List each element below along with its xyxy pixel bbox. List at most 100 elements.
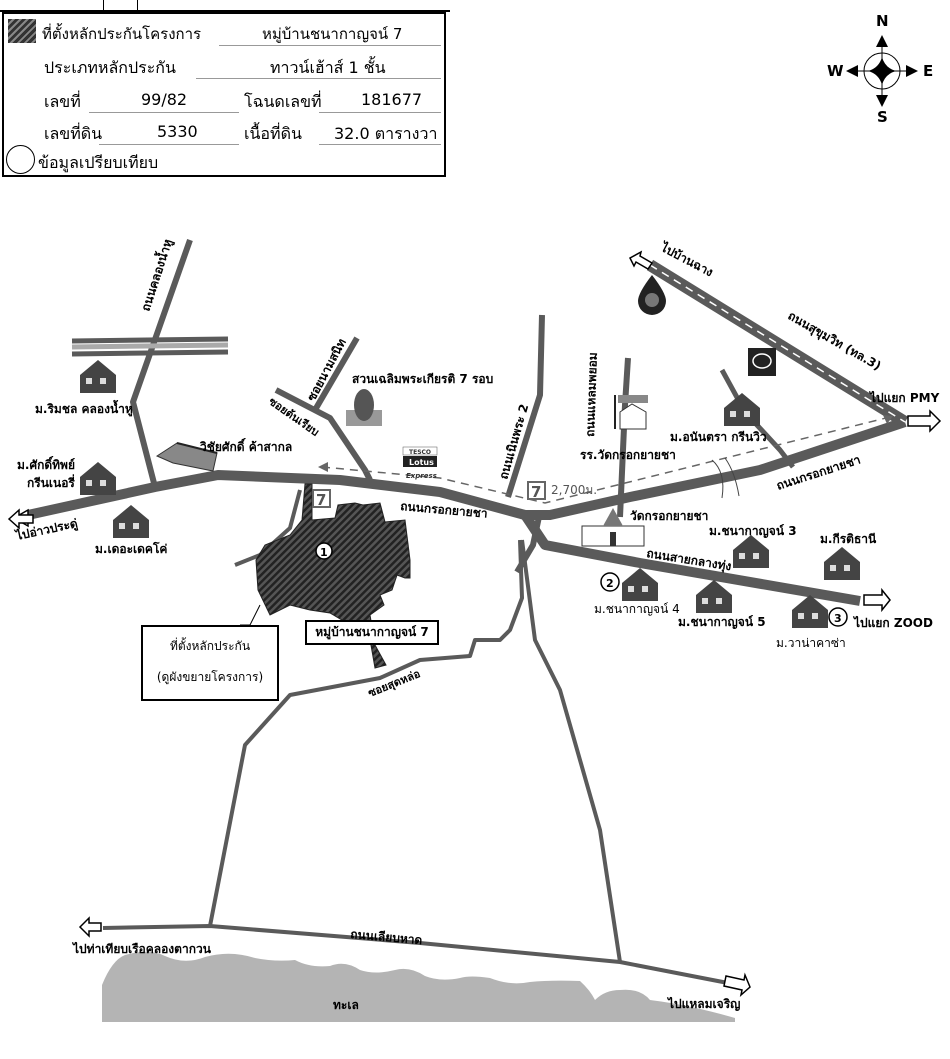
sea-area bbox=[102, 951, 735, 1022]
direction-arrows bbox=[7, 250, 942, 998]
house-icon bbox=[792, 595, 828, 628]
underline bbox=[99, 144, 239, 145]
road-label: ถนนแหลมพยอม bbox=[583, 352, 600, 437]
top-table-border bbox=[0, 0, 450, 12]
land-no-value: 5330 bbox=[157, 122, 198, 141]
dashed-arrow-east-icon bbox=[883, 415, 893, 424]
marker-3[interactable]: 3 bbox=[828, 607, 848, 627]
compass-west: W bbox=[827, 62, 844, 80]
temple-icon bbox=[581, 508, 645, 547]
place-label: ม.ชนากาญจน์ 3 bbox=[709, 524, 797, 538]
place-label: ม.กีรติธานี bbox=[820, 532, 877, 546]
arrow-ban-chang-icon bbox=[629, 250, 654, 271]
place-label: วัดกรอกยายชา bbox=[630, 509, 709, 523]
road-krok-yaisa bbox=[26, 417, 907, 520]
divider bbox=[137, 0, 138, 10]
land-no-label: เลขที่ดิน bbox=[44, 124, 103, 143]
road-khlong-namhu bbox=[130, 239, 193, 488]
hatched-square-icon bbox=[8, 19, 36, 43]
marker-2[interactable]: 2 bbox=[600, 572, 620, 592]
house-icon bbox=[733, 535, 769, 568]
bridge-icon bbox=[711, 457, 740, 499]
house-icon bbox=[824, 547, 860, 580]
area-value: 32.0 ตารางวา bbox=[334, 124, 438, 143]
collateral-type-value: ทาวน์เฮ้าส์ 1 ชั้น bbox=[270, 58, 386, 77]
house-icon bbox=[80, 462, 116, 495]
callout-line-2: (ดูผังขยายโครงการ) bbox=[156, 670, 264, 684]
direction-label: ไปแหลมเจริญ bbox=[668, 997, 741, 1011]
underline bbox=[319, 144, 441, 145]
svg-text:2: 2 bbox=[606, 577, 614, 590]
place-label: รร.วัดกรอกยายชา bbox=[580, 448, 676, 462]
arrow-pmy-icon bbox=[907, 409, 942, 433]
place-label: ม.ศักดิ์ทิพย์ bbox=[17, 458, 75, 472]
direction-label: ไปท่าเทียบเรือคลองตากวน bbox=[73, 942, 211, 956]
arrow-laem-charoen-icon bbox=[723, 972, 751, 998]
svg-text:TESCO: TESCO bbox=[409, 449, 431, 456]
compass-rose-icon bbox=[846, 35, 918, 107]
svg-text:Lotus: Lotus bbox=[409, 458, 434, 467]
place-label: ม.อนันตรา กรีนวิว bbox=[670, 430, 767, 444]
place-label: วิชัยศักดิ์ ค้าสากล bbox=[200, 440, 293, 454]
collateral-type-label: ประเภทหลักประกัน bbox=[44, 58, 176, 77]
project-location-label: ที่ตั้งหลักประกันโครงการ bbox=[42, 25, 202, 43]
arrow-takuan-icon bbox=[78, 916, 102, 938]
sea-label: ทะเล bbox=[333, 998, 359, 1012]
number-label: เลขที่ bbox=[44, 92, 81, 111]
callout-line-1: ที่ตั้งหลักประกัน bbox=[169, 639, 251, 653]
comparison-label: ข้อมูลเปรียบเทียบ bbox=[38, 153, 159, 172]
ptt-station-icon bbox=[638, 275, 666, 315]
place-label: ม.เดอะเดคโค่ bbox=[95, 542, 168, 556]
deed-label: โฉนดเลขที่ bbox=[244, 92, 322, 111]
house-icon bbox=[622, 568, 658, 601]
road-west-south bbox=[208, 539, 524, 927]
railway bbox=[71, 336, 229, 357]
divider bbox=[103, 0, 104, 10]
seven-eleven-icon bbox=[527, 481, 546, 500]
svg-text:1: 1 bbox=[320, 546, 328, 559]
tesco-lotus-logo: TESCO Lotus Express bbox=[402, 446, 438, 480]
marker-1[interactable]: 1 bbox=[315, 542, 333, 560]
sukhumvit-centerline bbox=[649, 264, 906, 423]
road-noen-phra2 bbox=[505, 314, 545, 498]
park-tree-icon bbox=[346, 389, 382, 426]
compass-north: N bbox=[876, 12, 889, 30]
underline bbox=[89, 112, 239, 113]
house-icon bbox=[724, 393, 760, 426]
dashed-arrow-west-icon bbox=[318, 462, 328, 472]
arrow-zood-icon bbox=[863, 587, 891, 613]
road-ananthra bbox=[719, 368, 795, 469]
road-soi-tonriab bbox=[274, 387, 373, 482]
house-icon bbox=[80, 360, 116, 393]
place-label: ม.ชนากาญจน์ 4 bbox=[594, 602, 680, 616]
minor-roads bbox=[102, 489, 729, 985]
circle-icon bbox=[6, 145, 35, 174]
seven-eleven-label: 7 bbox=[531, 483, 541, 501]
warehouse-icon bbox=[155, 442, 218, 472]
number-value: 99/82 bbox=[141, 90, 188, 109]
svg-text:Express: Express bbox=[406, 472, 437, 480]
underline bbox=[196, 78, 441, 79]
svg-text:3: 3 bbox=[834, 612, 842, 625]
arrow-ao-pradu-icon bbox=[7, 508, 34, 530]
compass: N S W E bbox=[824, 10, 944, 126]
compass-east: E bbox=[923, 62, 934, 80]
road-east-south bbox=[520, 539, 622, 963]
road-label: ถนนเลียบหาด bbox=[350, 927, 423, 947]
house-icon bbox=[113, 505, 149, 538]
seven-eleven-label: 7 bbox=[316, 491, 326, 509]
place-label: ม.ชนากาญจน์ 5 bbox=[678, 615, 766, 629]
place-label: กรีนเนอรี่ bbox=[27, 476, 75, 490]
callout-pointer bbox=[240, 604, 261, 626]
place-label: ม.ริมชล คลองน้ำหู bbox=[35, 402, 133, 416]
village-callout: หมู่บ้านชนากาญจน์ 7 bbox=[305, 620, 439, 645]
direction-label: ไปแยก ZOOD bbox=[854, 616, 933, 630]
underline bbox=[219, 45, 441, 46]
deed-value: 181677 bbox=[361, 90, 423, 109]
project-area bbox=[255, 483, 411, 669]
road-soi-nammalthip bbox=[312, 336, 360, 412]
distance-label: 2,700ม. bbox=[551, 483, 598, 497]
compass-south: S bbox=[877, 108, 888, 126]
direction-label: ไปแยก PMY bbox=[870, 391, 940, 405]
